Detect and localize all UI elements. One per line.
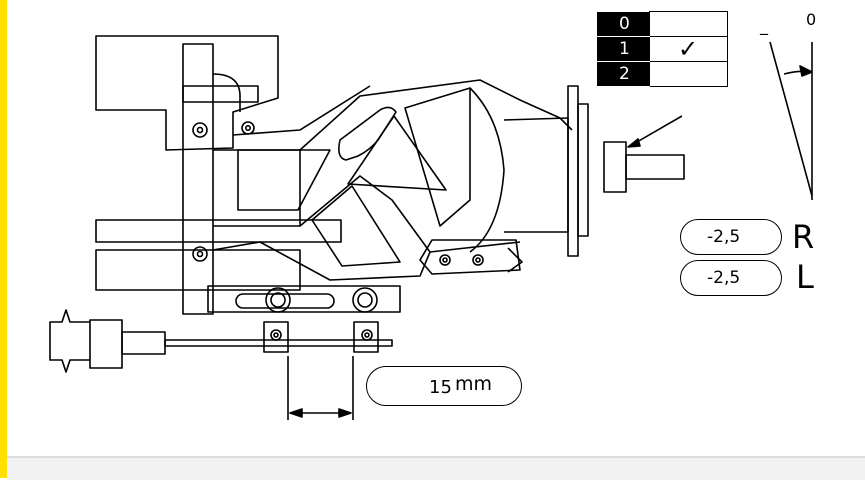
- leader-arrow: [627, 138, 641, 148]
- lower-hub-block: [95, 249, 301, 291]
- carrier-arc: [469, 87, 505, 253]
- camber-angle-arrow: [799, 65, 813, 77]
- turnbuckle-rod: [164, 339, 393, 347]
- option-index: 1: [597, 36, 649, 62]
- option-index: 2: [597, 61, 649, 87]
- upper-arm-inner-edge: [232, 85, 371, 136]
- camber-right-side-label: R: [792, 218, 815, 256]
- pocket-right: [404, 87, 471, 227]
- option-checkbox[interactable]: ✓: [648, 36, 728, 62]
- option-row: 0: [597, 11, 728, 37]
- turnbuckle-handle: [89, 319, 123, 369]
- shaft-elbow: [212, 73, 241, 112]
- camber-left-side-label: L: [796, 258, 814, 296]
- carrier-flange-inner: [577, 103, 589, 237]
- pocket-upper: [338, 106, 397, 161]
- adjuster-bracket: [207, 285, 401, 313]
- clamp-right: [353, 321, 379, 353]
- vertical-shaft: [182, 43, 214, 315]
- middle-crossbar: [95, 219, 342, 243]
- pocket-triangle: [347, 115, 447, 191]
- length-value: 15: [429, 377, 452, 398]
- link-end-clip: [507, 247, 523, 273]
- lower-link: [419, 239, 521, 275]
- length-value-oval: 15 mm: [366, 366, 522, 406]
- pocket-left: [237, 149, 331, 211]
- clamp-left: [263, 321, 289, 353]
- camber-zero-label: 0: [806, 10, 817, 29]
- camber-right-value: -2,5: [707, 227, 741, 247]
- carrier-body: [503, 117, 569, 233]
- lower-arm-outline: [212, 241, 431, 281]
- option-checkbox[interactable]: [648, 61, 728, 87]
- axle-stub: [625, 154, 685, 180]
- camber-right-value-oval: -2,5: [680, 219, 782, 255]
- dimension-arrow-left: [289, 408, 303, 418]
- camber-left-value: -2,5: [707, 268, 741, 288]
- bolt-heads: [192, 121, 484, 341]
- option-row: 1 ✓: [597, 36, 728, 62]
- axle-collar: [603, 141, 627, 193]
- bottom-band: [7, 456, 865, 480]
- dimension-arrow-right: [338, 408, 352, 418]
- option-row: 2: [597, 61, 728, 87]
- camber-left-value-oval: -2,5: [680, 260, 782, 296]
- upper-arm-outline: [213, 79, 573, 151]
- turnbuckle-sleeve: [121, 331, 166, 355]
- mid-arm-outline: [213, 175, 521, 253]
- camber-minus-sign: _: [760, 16, 768, 35]
- yellow-side-accent-bar: [0, 0, 7, 478]
- camber-tilt-line: [769, 41, 813, 197]
- length-unit: mm: [455, 373, 493, 395]
- turnbuckle-grip: [49, 309, 90, 373]
- upper-hub-block: [95, 35, 279, 151]
- carrier-flange: [567, 85, 579, 257]
- setting-option-table: 0 1 ✓ 2: [597, 11, 728, 87]
- upper-crossbar: [182, 85, 259, 103]
- pocket-lower: [311, 185, 401, 267]
- adjuster-slot: [235, 293, 335, 309]
- option-index: 0: [597, 11, 649, 37]
- option-checkbox[interactable]: [648, 11, 728, 37]
